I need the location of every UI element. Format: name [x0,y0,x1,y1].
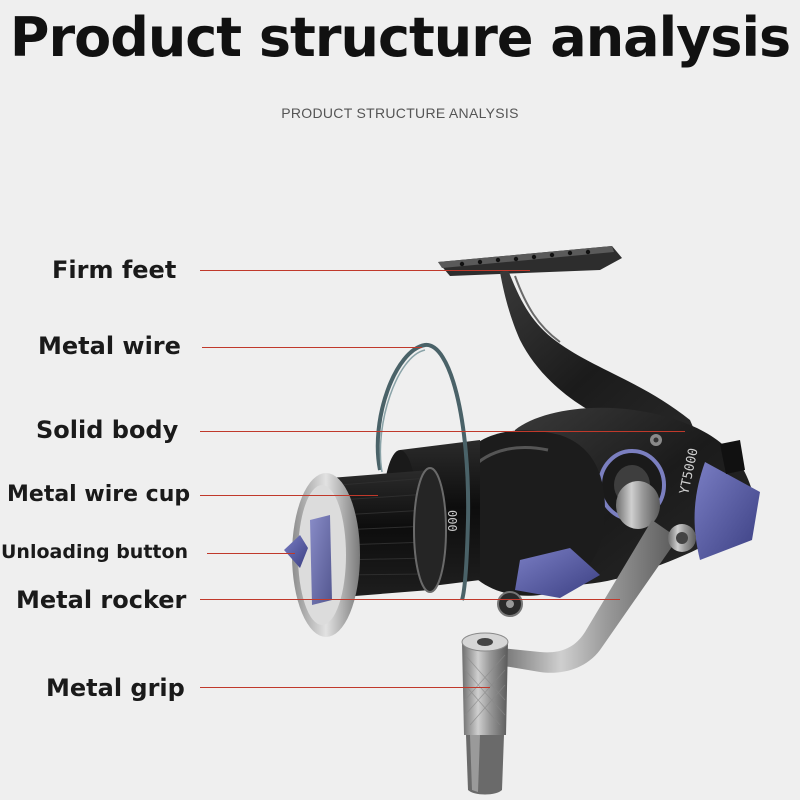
leader-line-unloading-button [207,553,295,554]
leader-line-metal-wire-cup [200,495,378,496]
label-unloading-button: Unloading button [1,541,189,563]
firm-feet-part [438,246,622,276]
leader-line-solid-body [200,431,685,432]
metal-grip-part [461,632,509,795]
svg-text:000: 000 [445,510,459,532]
unloading-button-part [284,535,308,568]
metal-wire-cup-part: 000 [330,440,480,598]
leader-line-metal-wire [202,347,422,348]
leader-line-metal-rocker [200,599,620,600]
label-metal-wire-cup: Metal wire cup [7,482,191,507]
leader-line-firm-feet [200,270,530,271]
label-metal-rocker: Metal rocker [16,586,187,614]
metal-wire-part [375,343,471,601]
label-solid-body: Solid body [36,416,179,444]
label-firm-feet: Firm feet [52,256,177,284]
label-metal-wire: Metal wire [38,332,181,360]
leader-line-metal-grip [200,687,490,688]
label-metal-grip: Metal grip [46,674,185,702]
page-title: Product structure analysis [9,6,791,69]
metal-rocker-part [498,481,696,673]
page-subtitle: PRODUCT STRUCTURE ANALYSIS [281,105,519,121]
